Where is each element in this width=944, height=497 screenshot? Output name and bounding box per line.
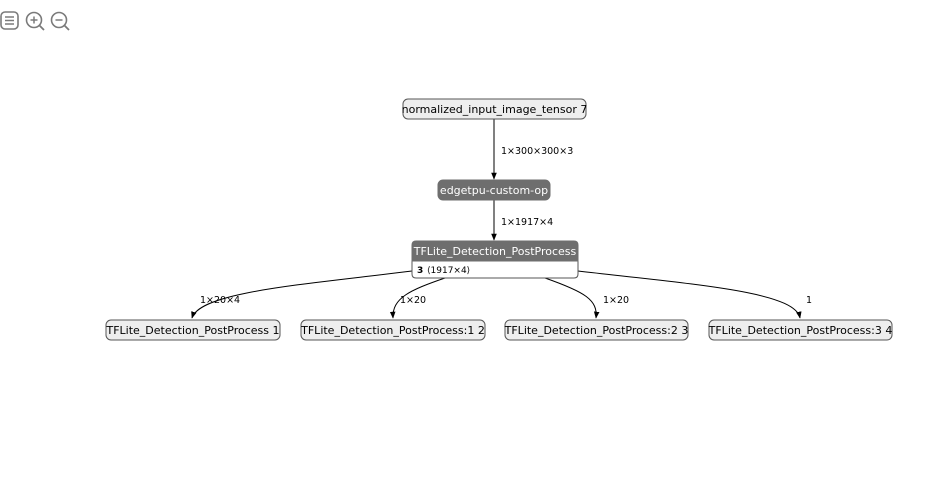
- node-label: TFLite_Detection_PostProcess 1: [106, 324, 280, 337]
- node-postprocess[interactable]: TFLite_Detection_PostProcess 3 ⟨1917×4⟩: [411, 240, 579, 279]
- edge-label: 1×1917×4: [501, 217, 553, 228]
- node-output-1[interactable]: TFLite_Detection_PostProcess 1: [105, 319, 281, 341]
- menu-icon: [0, 11, 19, 30]
- edge-postprocess-to-out4: 1: [577, 270, 812, 319]
- zoom-in-icon: [25, 11, 45, 31]
- node-label: normalized_input_image_tensor 7: [402, 103, 588, 116]
- node-attribute-name: 3: [417, 266, 423, 276]
- node-label: TFLite_Detection_PostProcess: [413, 245, 577, 258]
- edge-edgetpu-to-postprocess: 1×1917×4: [491, 200, 553, 241]
- node-label: TFLite_Detection_PostProcess:3 4: [708, 324, 893, 337]
- edge-postprocess-to-out1: 1×20×4: [191, 270, 413, 319]
- node-label: TFLite_Detection_PostProcess:1 2: [300, 324, 485, 337]
- node-output-4[interactable]: TFLite_Detection_PostProcess:3 4: [708, 319, 893, 341]
- node-output-3[interactable]: TFLite_Detection_PostProcess:2 3: [504, 319, 689, 341]
- node-input[interactable]: normalized_input_image_tensor 7: [402, 98, 588, 120]
- edge-label: 1×20×4: [200, 295, 240, 306]
- edge-label: 1×20: [603, 295, 629, 306]
- zoom-out-button[interactable]: [50, 10, 72, 32]
- node-attribute-value: ⟨1917×4⟩: [427, 266, 470, 276]
- edge-path: [577, 270, 802, 319]
- edge-postprocess-to-out2: 1×20: [389, 277, 446, 319]
- node-label: TFLite_Detection_PostProcess:2 3: [504, 324, 689, 337]
- edge-label: 1: [806, 295, 812, 306]
- zoom-out-icon: [50, 11, 70, 31]
- node-edgetpu-custom-op[interactable]: edgetpu-custom-op: [437, 179, 551, 201]
- edge-postprocess-to-out3: 1×20: [544, 277, 629, 319]
- node-output-2[interactable]: TFLite_Detection_PostProcess:1 2: [300, 319, 486, 341]
- menu-button[interactable]: [0, 10, 22, 32]
- edge-path: [544, 277, 600, 319]
- edge-label: 1×300×300×3: [501, 146, 573, 157]
- edge-input-to-edgetpu: 1×300×300×3: [491, 119, 573, 180]
- edge-path: [389, 277, 446, 319]
- node-label: edgetpu-custom-op: [440, 184, 548, 197]
- edge-path: [191, 270, 413, 319]
- edge-label: 1×20: [400, 295, 426, 306]
- zoom-in-button[interactable]: [25, 10, 47, 32]
